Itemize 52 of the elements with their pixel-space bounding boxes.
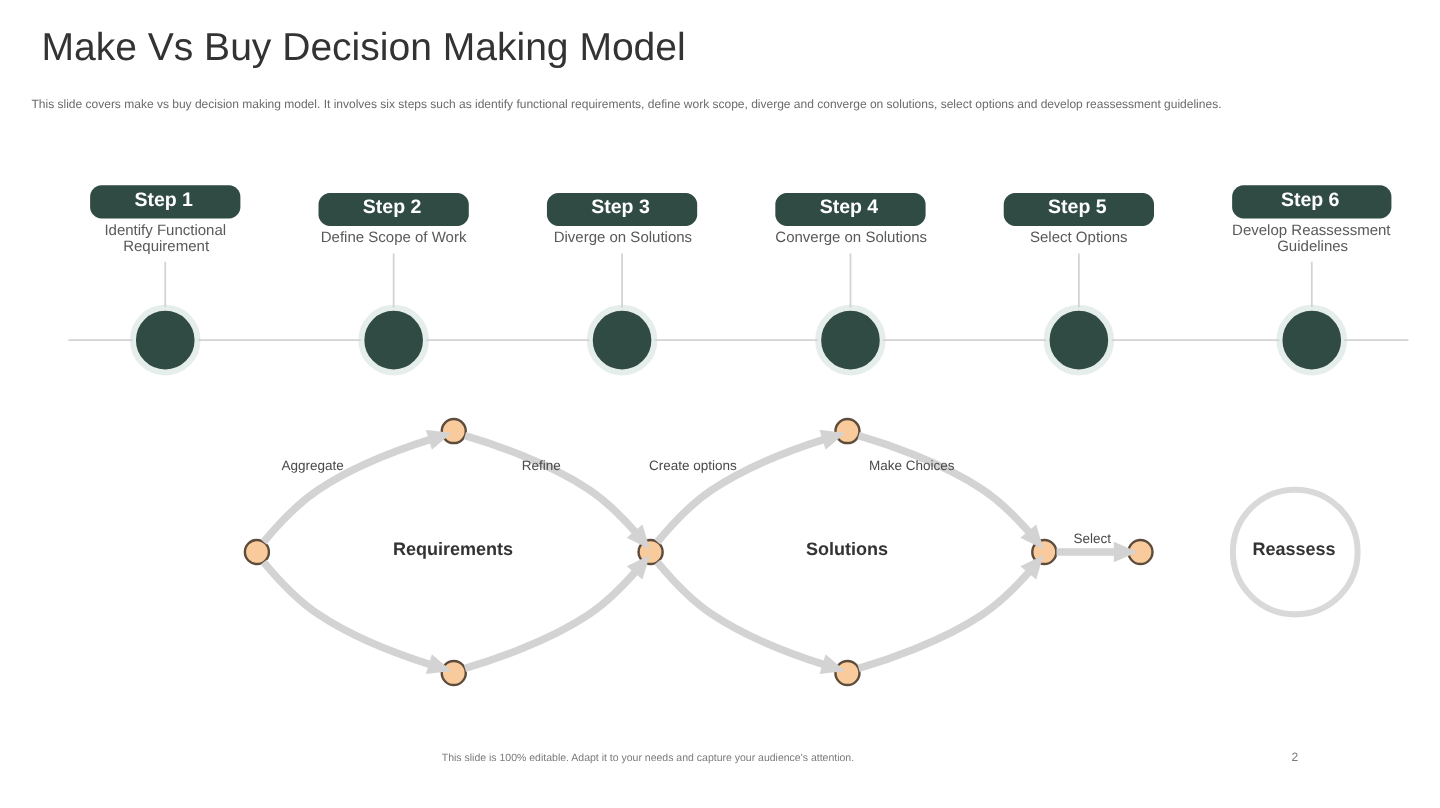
label: Requirements (392, 539, 513, 560)
node-circle (834, 659, 861, 687)
arrow (654, 429, 846, 545)
node-label: Diverge on Solutions (553, 228, 693, 247)
node-circle (586, 304, 658, 376)
connector (849, 252, 852, 309)
node-circle (440, 659, 467, 687)
connector (425, 339, 591, 342)
node-box: Step 1 (90, 185, 241, 219)
node-box: Step 3 (546, 192, 698, 226)
node-label: Select Options (1030, 228, 1128, 247)
connector (1343, 339, 1410, 342)
node-circle (815, 304, 886, 376)
node-label: Develop Reassessment Guidelines (1232, 220, 1391, 256)
node-box: Step 4 (775, 192, 926, 226)
node-label: Converge on Solutions (775, 228, 928, 247)
node-circle (243, 538, 271, 566)
connector (653, 339, 819, 342)
node-circle (358, 304, 429, 376)
connector (1310, 260, 1313, 308)
arrow (857, 432, 1044, 550)
node-label: Identify Functional Requirement (104, 220, 227, 256)
arrow (463, 432, 650, 550)
arrow (463, 554, 650, 672)
connector (392, 252, 395, 309)
label: Solutions (806, 539, 889, 560)
node-circle (129, 304, 201, 376)
connector (196, 339, 363, 342)
node-circle (1276, 304, 1348, 376)
connector (1077, 252, 1080, 309)
node-box: Step 6 (1232, 185, 1392, 219)
connector (164, 260, 167, 308)
arrow (1056, 541, 1138, 563)
node-label: Define Scope of Work (320, 228, 467, 247)
arrow (260, 559, 452, 675)
diagram-title: Make Vs Buy Decision Making Model (41, 25, 686, 70)
connector (1110, 339, 1281, 342)
node-circle (834, 417, 861, 445)
arrow (857, 554, 1044, 672)
arrow (260, 429, 452, 545)
node-box: Step 2 (318, 192, 469, 226)
connector (882, 339, 1048, 342)
arrow (654, 559, 846, 675)
node-circle (1031, 538, 1058, 566)
connector (621, 252, 623, 309)
node-circle (1127, 538, 1154, 566)
node-circle (440, 417, 467, 445)
connector (67, 339, 134, 342)
node-circle (637, 538, 664, 566)
node-circle (1043, 304, 1115, 376)
node-circle: Reassess (1229, 486, 1361, 618)
node-box: Step 5 (1003, 192, 1154, 226)
